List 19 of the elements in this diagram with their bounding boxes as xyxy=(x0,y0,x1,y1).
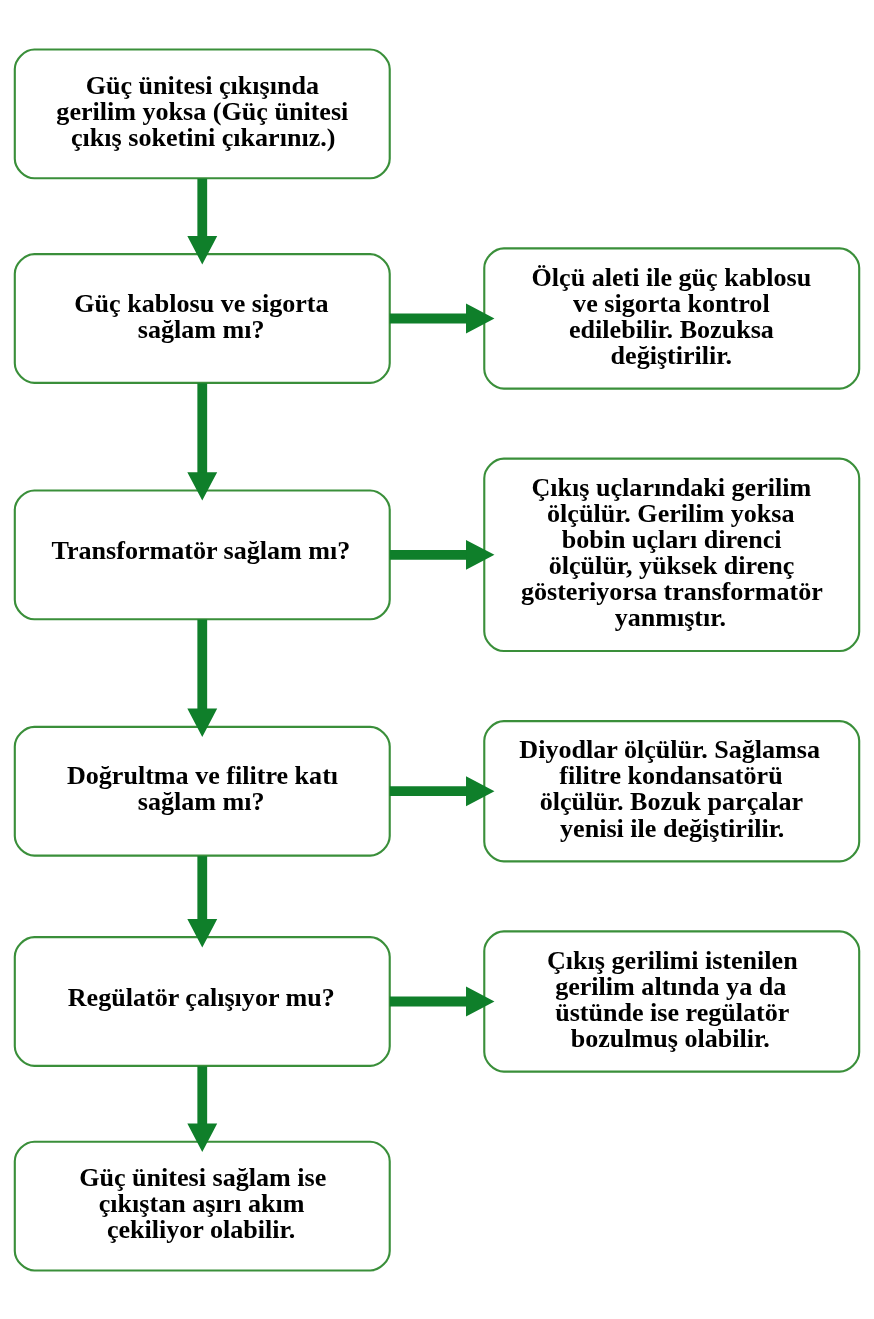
arrow xyxy=(187,178,218,264)
arrow xyxy=(187,855,218,948)
node-box: Çıkış uçlarındaki gerilim ölçülür. Gerilim yoksa bobin uçları direnci ölçülür, yüksek direnç gösteriyorsa transformatör yanmıştır. xyxy=(483,457,861,652)
arrow xyxy=(389,303,495,333)
node-box: Güç kablosu ve sigorta sağlam mı? xyxy=(13,252,391,384)
arrow xyxy=(389,539,495,570)
node-box: Transformatör sağlam mı? xyxy=(13,488,391,620)
node-box: Regülatör çalışıyor mu? xyxy=(13,935,391,1067)
node-box: Çıkış gerilimi istenilen gerilim altında ya da üstünde ise regülatör bozulmuş olabilir. xyxy=(483,929,861,1073)
node-box: Diyodlar ölçülür. Sağlamsa filitre kondansatörü ölçülür. Bozuk parçalar yenisi ile değiştirilir. xyxy=(483,719,861,862)
node-box: Güç ünitesi çıkışında gerilim yoksa (Güç ünitesi çıkış soketini çıkarınız.) xyxy=(13,47,391,179)
node-box: Ölçü aleti ile güç kablosu ve sigorta kontrol edilebilir. Bozuksa değiştirilir. xyxy=(483,246,861,390)
node-box: Güç ünitesi sağlam ise çıkıştan aşırı akım çekiliyor olabilir. xyxy=(13,1140,391,1272)
node-box: Doğrultma ve filitre katı sağlam mı? xyxy=(13,725,391,857)
arrow xyxy=(187,1065,218,1152)
arrow xyxy=(389,775,495,806)
arrow xyxy=(389,986,495,1016)
arrow xyxy=(187,382,218,501)
arrow xyxy=(187,619,218,737)
